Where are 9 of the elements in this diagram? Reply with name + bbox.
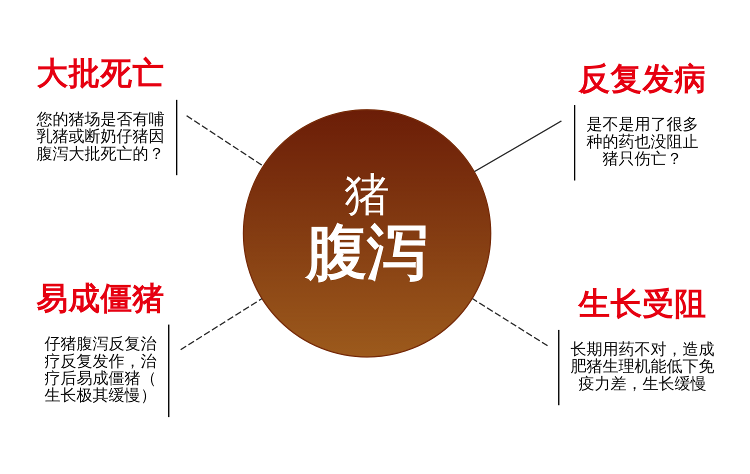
connector xyxy=(472,298,548,346)
node-text: 易成僵猪 仔猪腹泻反复治疗反复发作，治疗后易成僵猪（生长极其缓慢） xyxy=(36,280,165,405)
node-circle: 猪 腹泻 xyxy=(242,109,492,358)
node-text: 大批死亡 您的猪场是否有哺乳猪或断奶仔猪因腹泻大批死亡的？ xyxy=(36,56,165,163)
node-text: 生长受阻 长期用药不对，造成肥猪生理机能低下免疫力差，生长缓慢 xyxy=(570,286,715,393)
connector xyxy=(474,120,562,172)
connector xyxy=(186,115,264,166)
connector xyxy=(180,298,262,350)
node-text: 反复发病 是不是用了很多种的药也没阻止猪只伤亡？ xyxy=(578,62,707,168)
